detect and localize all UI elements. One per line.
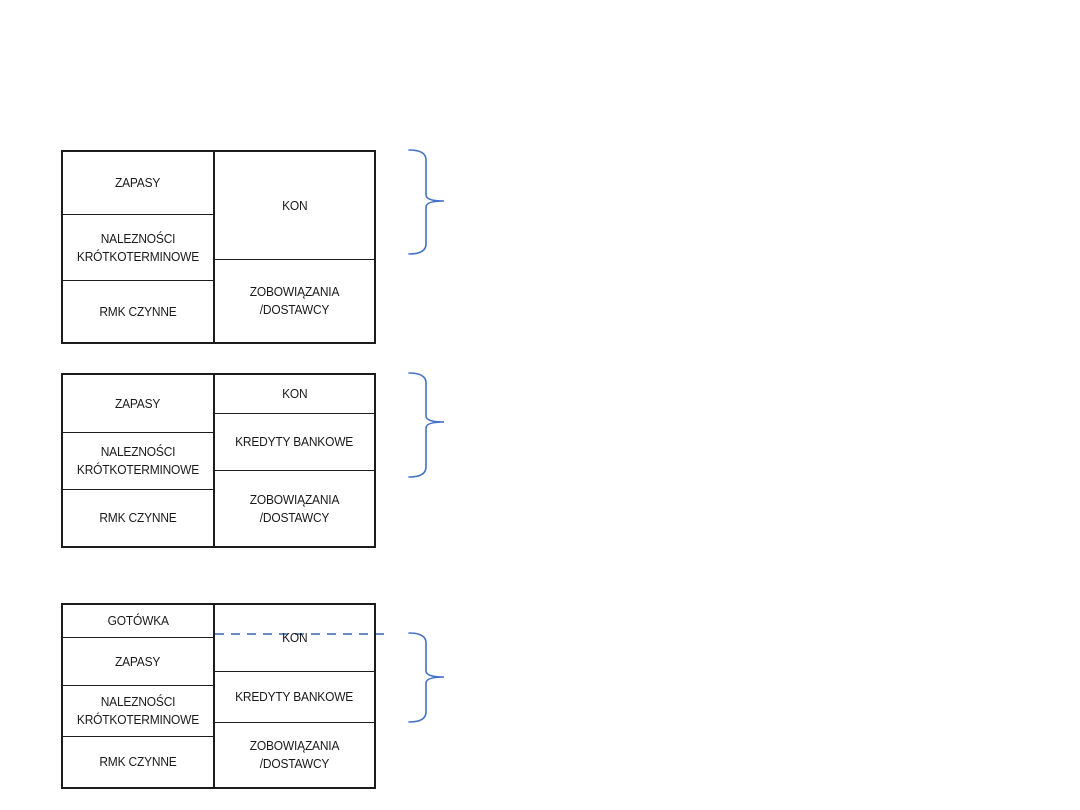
cell-label: ZAPASY [115,653,161,669]
cell-label: NALEZNOŚCI KRÓTKOTERMINOWE [76,444,200,477]
cell-label: RMK CZYNNE [99,510,177,526]
cell-kon: KON [215,605,374,671]
cell-label: NALEZNOŚCI KRÓTKOTERMINOWE [76,230,200,264]
cell-kredyty-bankowe: KREDYTY BANKOWE [215,413,374,470]
cell-kon: KON [215,152,374,259]
cell-label: GOTÓWKA [107,613,169,629]
cell-zobowiazania: ZOBOWIĄZANIA /DOSTAWCY [215,722,374,787]
cell-naleznosci: NALEZNOŚCI KRÓTKOTERMINOWE [63,214,213,280]
cell-label: ZAPASY [115,175,161,191]
cell-label: ZOBOWIĄZANIA /DOSTAWCY [249,284,340,317]
cell-label: NALEZNOŚCI KRÓTKOTERMINOWE [76,694,200,727]
balance-diagram-2: ZAPASY NALEZNOŚCI KRÓTKOTERMINOWE RMK CZ… [61,373,376,548]
curly-brace-icon [408,372,445,478]
dashed-kon-level-line [215,633,387,635]
cell-kon: KON [215,375,374,413]
financing-column: KON ZOBOWIĄZANIA /DOSTAWCY [213,152,374,342]
assets-column: ZAPASY NALEZNOŚCI KRÓTKOTERMINOWE RMK CZ… [63,152,213,342]
cell-gotowka: GOTÓWKA [63,605,213,637]
cell-zobowiazania: ZOBOWIĄZANIA /DOSTAWCY [215,470,374,546]
cell-label: KON [281,630,308,646]
financing-column: KON KREDYTY BANKOWE ZOBOWIĄZANIA /DOSTAW… [213,375,374,546]
balance-diagram-3: GOTÓWKA ZAPASY NALEZNOŚCI KRÓTKOTERMINOW… [61,603,376,789]
cell-label: RMK CZYNNE [99,303,177,319]
cell-label: ZOBOWIĄZANIA /DOSTAWCY [249,491,340,525]
cell-naleznosci: NALEZNOŚCI KRÓTKOTERMINOWE [63,432,213,489]
cell-zapasy: ZAPASY [63,152,213,214]
cell-kredyty-bankowe: KREDYTY BANKOWE [215,671,374,722]
cell-zobowiazania: ZOBOWIĄZANIA /DOSTAWCY [215,259,374,342]
assets-column: ZAPASY NALEZNOŚCI KRÓTKOTERMINOWE RMK CZ… [63,375,213,546]
cell-rmk-czynne: RMK CZYNNE [63,280,213,342]
cell-label: ZOBOWIĄZANIA /DOSTAWCY [249,738,340,771]
cell-zapasy: ZAPASY [63,375,213,432]
curly-brace-icon [408,149,445,255]
cell-naleznosci: NALEZNOŚCI KRÓTKOTERMINOWE [63,685,213,736]
cell-label: KREDYTY BANKOWE [235,434,354,450]
assets-column: GOTÓWKA ZAPASY NALEZNOŚCI KRÓTKOTERMINOW… [63,605,213,787]
cell-zapasy: ZAPASY [63,637,213,685]
cell-rmk-czynne: RMK CZYNNE [63,736,213,787]
cell-label: KON [281,197,308,213]
curly-brace-icon [408,632,445,723]
balance-diagram-1: ZAPASY NALEZNOŚCI KRÓTKOTERMINOWE RMK CZ… [61,150,376,344]
cell-label: KREDYTY BANKOWE [235,689,354,705]
cell-label: ZAPASY [115,395,161,411]
cell-label: RMK CZYNNE [99,754,177,770]
financing-column: KON KREDYTY BANKOWE ZOBOWIĄZANIA /DOSTAW… [213,605,374,787]
cell-rmk-czynne: RMK CZYNNE [63,489,213,546]
cell-label: KON [281,386,308,402]
